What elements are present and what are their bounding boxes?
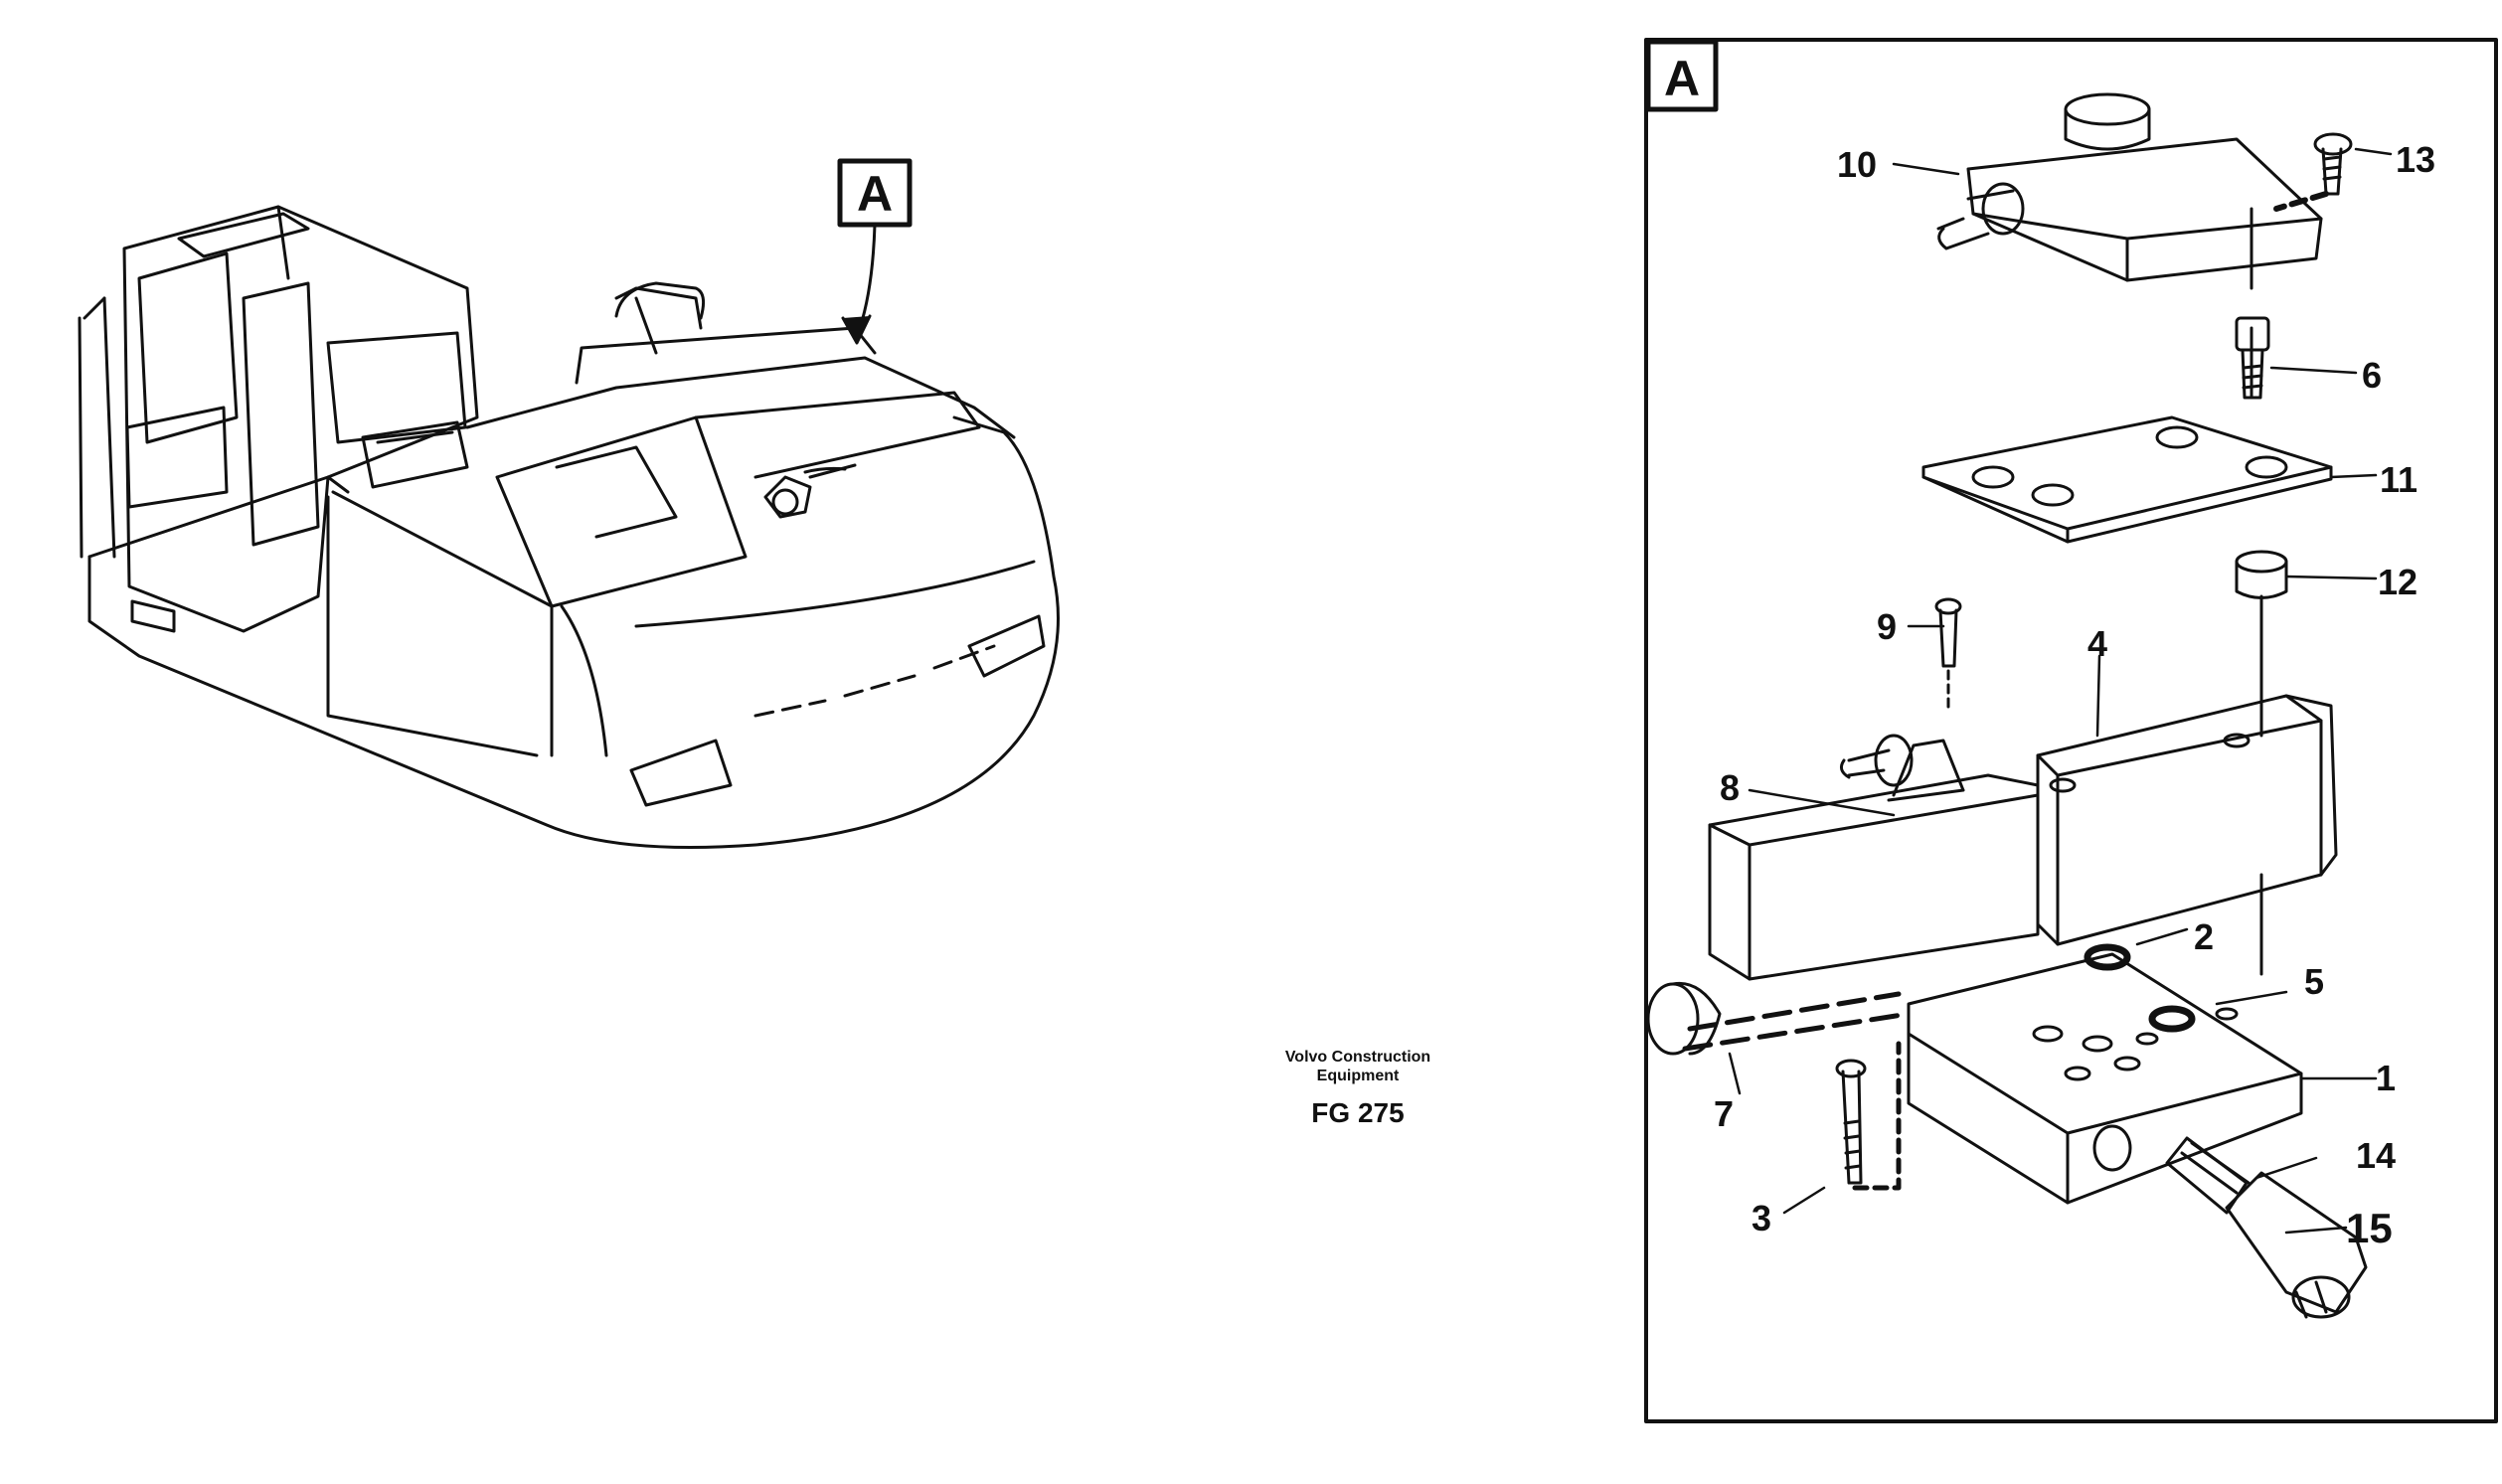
detail-view-marker-box <box>1645 39 1719 112</box>
company-name-line1: Volvo Construction <box>1284 1049 1431 1066</box>
callout-10: 10 <box>1837 144 1877 185</box>
callout-leaders <box>1728 147 2393 1235</box>
part-15-elbow <box>2225 1171 2368 1319</box>
figure-caption: Volvo Construction Equipment FG 275 <box>1229 1048 1487 1129</box>
part-7-plug <box>1646 981 1912 1056</box>
callout-1: 1 <box>2376 1058 2396 1098</box>
callout-14: 14 <box>2356 1135 2396 1176</box>
excavator-overview-drawing <box>78 205 1060 849</box>
callout-6: 6 <box>2362 355 2382 396</box>
part-4-valve-body <box>2036 694 2338 946</box>
part-11-plate <box>1921 415 2333 544</box>
part-13-screw <box>2313 132 2353 196</box>
detail-frame <box>1644 38 2498 1423</box>
figure-code: FG 275 <box>1311 1097 1405 1128</box>
callout-2: 2 <box>2194 916 2214 957</box>
callout-9: 9 <box>1877 606 1897 647</box>
part-1-base-block <box>1907 952 2303 1205</box>
part-6-bolt <box>2235 316 2270 400</box>
company-name-line2: Equipment <box>1316 1068 1400 1084</box>
overview-view-label: A <box>857 166 893 222</box>
callout-5: 5 <box>2304 961 2324 1002</box>
part-9-screw <box>1934 597 1962 713</box>
part-5-o-ring <box>2148 1005 2196 1033</box>
callout-8: 8 <box>1720 767 1740 808</box>
part-12-bushing <box>2235 550 2288 599</box>
callout-13: 13 <box>2396 139 2435 180</box>
overview-view-marker <box>837 158 913 345</box>
part-10-sensor-housing <box>1936 92 2323 282</box>
part-3-bolt <box>1835 1041 1902 1191</box>
part-13-leader-dashed <box>2273 191 2329 212</box>
part-8-solenoid-coil <box>1708 734 2040 981</box>
part-14-fitting <box>2165 1136 2251 1215</box>
callout-12: 12 <box>2378 562 2418 602</box>
callout-3: 3 <box>1751 1198 1771 1238</box>
callout-4: 4 <box>2087 623 2107 664</box>
callout-15: 15 <box>2346 1205 2393 1251</box>
callout-7: 7 <box>1714 1093 1734 1134</box>
part-2-o-ring <box>2084 943 2131 971</box>
detail-view-label: A <box>1664 51 1700 106</box>
callout-11: 11 <box>2380 459 2418 500</box>
